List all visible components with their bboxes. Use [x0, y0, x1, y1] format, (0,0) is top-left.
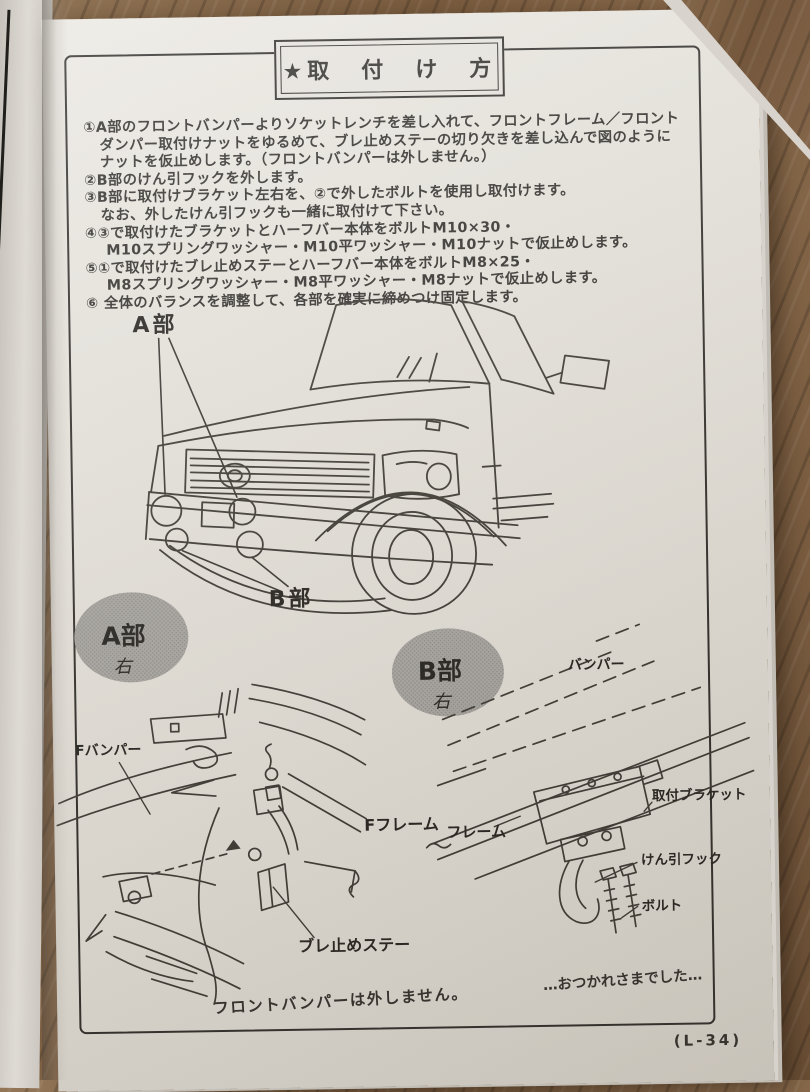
detail-a-line-art [56, 683, 368, 1005]
license-plate [200, 501, 236, 529]
manual-page: ★取 付 け 方 ①A部のフロントバンパーよりソケットレンチを差し入れて、フロン… [41, 8, 775, 1092]
page-title: ★取 付 け 方 [280, 42, 499, 94]
label-bracket: 取付ブラケット [652, 786, 747, 804]
label-hook: けん引フック [641, 851, 722, 868]
detail-a-balloon: A部 右 [74, 592, 189, 683]
car-line-art [144, 298, 610, 615]
a-area-circles [150, 494, 257, 527]
car-callouts: A部 B部 [132, 312, 314, 613]
front-wheel [314, 491, 507, 615]
door-handle [425, 419, 441, 432]
label-f-frame: Fフレーム [364, 815, 439, 835]
label-f-bumper: Fバンパー [75, 742, 142, 759]
label-frame: フレーム [446, 822, 506, 841]
headlight [381, 449, 461, 500]
title-box: ★取 付 け 方 [273, 36, 505, 101]
previous-page-border-line [0, 9, 11, 790]
b-area-circles [164, 527, 264, 559]
page-number: (L-34) [673, 1030, 743, 1050]
detail-a-balloon-title: A部 [101, 621, 146, 651]
car-overview-diagram: A部 B部 [132, 298, 610, 615]
detail-diagrams: A部 右 B部 右 [56, 592, 755, 1005]
grille [184, 448, 376, 499]
toyota-emblem [218, 462, 251, 489]
detail-b-balloon-side: 右 [432, 691, 452, 712]
car-label-a: A部 [132, 312, 177, 339]
detail-b-balloon-title: B部 [418, 656, 463, 686]
car-label-b: B部 [269, 585, 314, 612]
label-bumper: バンパー [568, 657, 625, 674]
detail-b-balloon: B部 右 [391, 628, 504, 717]
side-mirror [559, 354, 610, 390]
detail-a-balloon-side: 右 [114, 656, 134, 677]
detail-b-line-art [425, 623, 755, 934]
label-stay: ブレ止めステー [298, 935, 410, 956]
bolts [599, 862, 642, 934]
leader-lines [157, 337, 290, 593]
label-bolt: ボルト [642, 898, 683, 915]
